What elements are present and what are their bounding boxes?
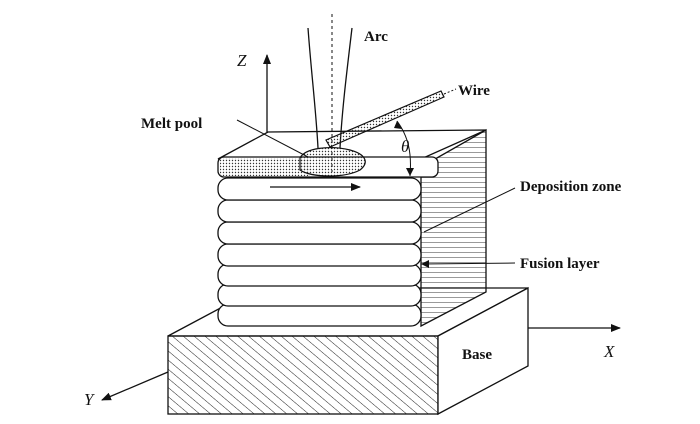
y-axis <box>101 371 169 401</box>
base-label: Base <box>462 347 492 363</box>
wire-angle-arc <box>394 120 414 177</box>
fusion-layer-leader <box>420 260 516 268</box>
layer <box>217 303 422 327</box>
arc-label: Arc <box>364 29 388 45</box>
melt-pool-leader <box>236 119 309 158</box>
layer <box>217 199 422 223</box>
theta-label: θ <box>401 137 409 156</box>
deposited-layers <box>217 177 422 327</box>
layer <box>217 263 422 287</box>
fusion-layer-label: Fusion layer <box>520 256 600 272</box>
deposition-zone-leader <box>423 187 516 233</box>
layer <box>217 283 422 307</box>
layer <box>217 177 422 201</box>
z-axis-label: Z <box>237 51 247 70</box>
wire <box>325 88 457 148</box>
melt-pool-label: Melt pool <box>141 116 202 132</box>
deposition-zone-label: Deposition zone <box>520 179 622 195</box>
layer <box>217 243 422 267</box>
y-axis-label: Y <box>84 390 95 409</box>
x-axis-label: X <box>603 342 615 361</box>
wire-label: Wire <box>458 83 490 99</box>
melt-pool <box>299 147 366 177</box>
layer <box>217 221 422 245</box>
